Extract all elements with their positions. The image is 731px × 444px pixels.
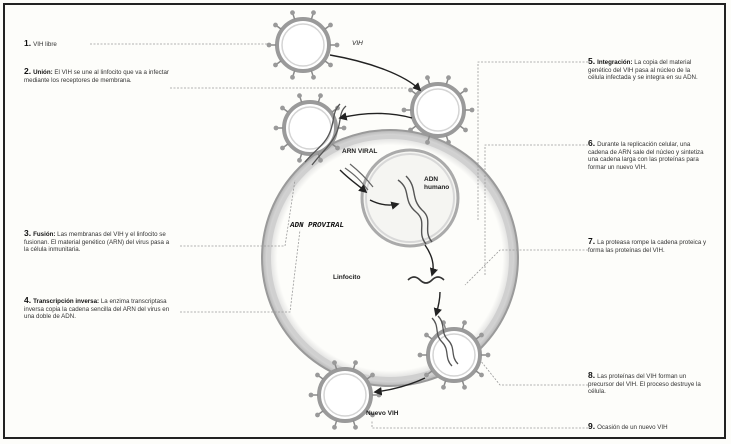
virus-capsid <box>432 333 476 377</box>
virus-spike-head <box>446 139 451 145</box>
label-nuevo-vih: Nuevo VIH <box>366 410 399 417</box>
virus-spike-head <box>297 93 302 99</box>
virus-spike-head <box>290 10 295 16</box>
virus-spike-head <box>463 127 468 133</box>
virus-spike-head <box>401 107 407 113</box>
virus-spike-head <box>328 22 333 28</box>
virus-spike-head <box>318 93 323 99</box>
new-virus <box>308 360 382 430</box>
label-vih: VIH <box>352 40 363 47</box>
virus-spike-head <box>297 157 302 163</box>
virus-envelope <box>282 100 338 156</box>
free-virus <box>266 10 340 80</box>
virus-spike-head <box>408 127 413 133</box>
virus-spike-head <box>441 384 446 390</box>
virus-spike-head <box>462 320 467 326</box>
virus-spike-head <box>335 145 340 151</box>
label-adn-humano: ADN humano <box>424 176 450 191</box>
virus-spike-head <box>315 412 320 418</box>
virus-spike-head <box>332 424 337 430</box>
step-8: 8.Las proteínas del VIH forman un precur… <box>588 370 701 396</box>
virus-capsid <box>281 23 325 67</box>
step-4: 4.Transcripción inversa: La enzima trans… <box>24 295 170 321</box>
label-adn-proviral: ADN PROVIRAL <box>290 222 345 230</box>
virus-spike-head <box>334 42 340 48</box>
lymphocyte-membrane-inner <box>267 135 513 381</box>
virus-spike-head <box>425 139 430 145</box>
virus-spike-head <box>341 125 347 131</box>
virus-spike-head <box>273 62 278 68</box>
diagram-frame <box>3 3 726 439</box>
virus-spike-head <box>376 392 382 398</box>
virus-spike-head <box>290 74 295 80</box>
virus-spike-head <box>280 145 285 151</box>
virus-spike-head <box>328 62 333 68</box>
virus-spike-head <box>353 424 358 430</box>
mrna-strand <box>407 276 445 284</box>
virus-spike-head <box>266 42 272 48</box>
virus-spike-head <box>462 384 467 390</box>
virus-spike-head <box>479 372 484 378</box>
virus-spike-head <box>370 372 375 378</box>
virus-envelope <box>317 367 373 423</box>
virus-spike-head <box>308 392 314 398</box>
fusing-virus <box>273 93 347 163</box>
virus-envelope <box>410 82 466 138</box>
virus-spike-head <box>408 87 413 93</box>
protein-chain <box>431 315 459 367</box>
virus-spike-head <box>353 360 358 366</box>
virus-spike-head <box>315 372 320 378</box>
label-linfocito: Linfocito <box>333 274 361 281</box>
nucleus-inner <box>365 153 455 243</box>
virus-spike-head <box>332 360 337 366</box>
virus-spike-head <box>273 125 279 131</box>
step-2: 2.Unión: El VIH se une al linfocito que … <box>24 66 169 84</box>
step-6: 6.Durante la replicación celular, una ca… <box>588 138 704 171</box>
virus-spike-head <box>311 10 316 16</box>
virus-spike-head <box>370 412 375 418</box>
virus-spike-head <box>479 332 484 338</box>
virus-spike-head <box>424 332 429 338</box>
step-5: 5.Integración: La copia del material gen… <box>588 56 698 82</box>
leader-lines <box>90 43 588 429</box>
virus-spike-head <box>463 87 468 93</box>
virus-capsid <box>416 88 460 132</box>
virus-spike-head <box>417 352 423 358</box>
virus-spike-head <box>318 157 323 163</box>
virus-spike-head <box>485 352 491 358</box>
virus-spike-head <box>469 107 475 113</box>
nucleus <box>360 148 460 248</box>
step-7: 7.La proteasa rompe la cadena proteica y… <box>588 236 707 254</box>
virus-spike-head <box>311 74 316 80</box>
attaching-virus <box>401 75 475 145</box>
virus-spike-head <box>424 372 429 378</box>
virus-spike-head <box>425 75 430 81</box>
virus-envelope <box>275 17 331 73</box>
virus-capsid <box>323 373 367 417</box>
proviral-dna-helix <box>397 175 433 245</box>
process-arrows <box>329 54 442 396</box>
virus-spike-head <box>446 75 451 81</box>
step-1: 1.VIH libre <box>24 38 57 48</box>
virus-spike-head <box>280 105 285 111</box>
virus-spike-head <box>273 22 278 28</box>
step-9: 9.Ocasión de un nuevo VIH <box>588 421 668 431</box>
step-3: 3.Fusión: Las membranas del VIH y el lin… <box>24 228 170 254</box>
label-arn-viral: ARN VIRAL <box>342 148 378 155</box>
